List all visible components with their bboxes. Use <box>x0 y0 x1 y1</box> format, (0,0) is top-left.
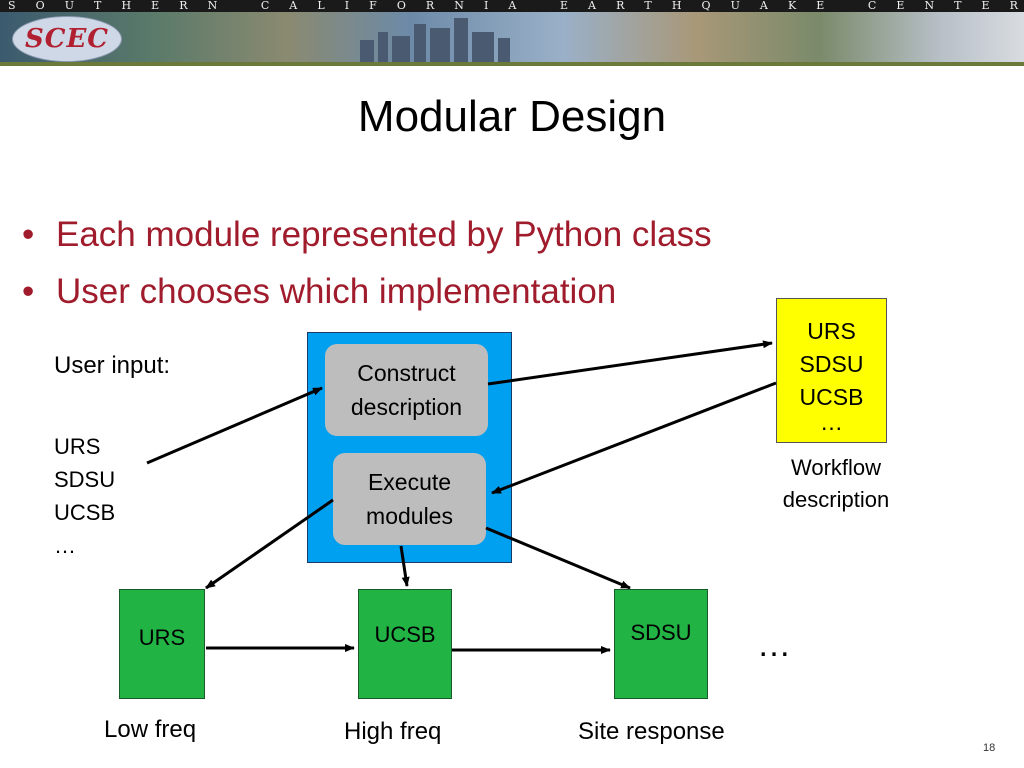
module-name: SDSU <box>630 620 692 645</box>
workflow-description-box: URS SDSU UCSB … <box>776 298 887 443</box>
banner-letter: A <box>508 0 517 12</box>
banner-letter: Q <box>701 0 711 12</box>
scec-logo: SCEC <box>12 16 122 62</box>
banner-letter: R <box>425 0 435 12</box>
user-input-list: URS SDSU UCSB … <box>54 430 115 562</box>
construct-box-line: description <box>350 394 463 420</box>
skyline-building <box>498 38 510 62</box>
banner-letter: T <box>954 0 962 12</box>
banner-letter: N <box>924 0 935 12</box>
banner-letter: C <box>260 0 270 12</box>
banner-letter: O <box>396 0 406 12</box>
user-input-item: SDSU <box>54 467 116 492</box>
banner-letter: A <box>759 0 768 12</box>
banner-letter: I <box>344 0 350 12</box>
banner-letter: O <box>35 0 45 12</box>
banner-letter: E <box>816 0 825 12</box>
module-caption: Low freq <box>104 716 197 743</box>
workflow-item: URS <box>807 318 856 344</box>
workflow-label-line: Workflow <box>790 455 882 480</box>
banner-letter: A <box>588 0 596 12</box>
arrow-execute-to-ucsb <box>399 545 410 587</box>
more-modules-ellipsis: … <box>757 626 791 664</box>
user-input-item: URS <box>54 434 101 459</box>
banner-letter: N <box>454 0 464 12</box>
banner-letter: E <box>896 0 905 12</box>
skyline-building <box>414 24 426 62</box>
user-input-item: … <box>54 533 76 558</box>
banner-letter: F <box>369 0 377 12</box>
banner-letter: C <box>867 0 877 12</box>
banner-letter: K <box>787 0 797 12</box>
construct-box-line: Construct <box>357 360 456 386</box>
user-input-label: User input: <box>54 352 171 379</box>
banner-title-strip <box>0 0 1024 12</box>
arrow-execute-to-urs <box>205 498 334 590</box>
workflow-item: … <box>820 409 843 435</box>
banner-letter: S <box>8 0 16 12</box>
page-number: 18 <box>983 742 996 754</box>
construct-description-box: Construct description <box>325 344 488 436</box>
arrow-execute-to-sdsu <box>485 526 631 590</box>
banner-letter: E <box>151 0 160 12</box>
execute-box-line: modules <box>366 503 453 529</box>
banner-letter: H <box>121 0 132 12</box>
banner-letter: R <box>1009 0 1018 12</box>
module-box-sdsu: SDSU <box>614 589 708 699</box>
banner-letter: L <box>317 0 325 12</box>
banner-letter: A <box>289 0 298 12</box>
banner-letter: U <box>64 0 74 12</box>
banner-letter: E <box>559 0 568 12</box>
skyline-building <box>472 32 494 62</box>
bullet-item: Each module represented by Python class <box>18 206 712 263</box>
header-banner: S O U T H E R N C A L I F O R N I A E A R T H Q U A K E C E N T E R SC… <box>0 0 1024 66</box>
skyline-building <box>454 18 468 62</box>
bullet-item: User chooses which implementation <box>18 263 712 320</box>
skyline-building <box>378 32 388 62</box>
arrow-input-to-construct <box>146 386 323 465</box>
banner-letter: T <box>644 0 652 12</box>
banner-letter: H <box>671 0 682 12</box>
module-name: URS <box>138 625 186 650</box>
skyline-building <box>360 40 374 62</box>
workflow-label-line: description <box>782 487 890 512</box>
arrow-construct-to-workflow <box>487 340 773 386</box>
execute-box-line: Execute <box>367 469 452 495</box>
banner-letter: N <box>207 0 218 12</box>
module-box-urs: URS <box>119 589 205 699</box>
banner-letter: T <box>94 0 102 12</box>
execute-modules-box: Execute modules <box>333 453 486 545</box>
module-caption: Site response <box>578 718 725 745</box>
user-input-item: UCSB <box>54 500 116 525</box>
slide-title: Modular Design <box>357 92 667 141</box>
banner-letter: I <box>483 0 489 12</box>
banner-letter: R <box>616 0 625 12</box>
bullet-list: Each module represented by Python class … <box>18 206 712 320</box>
module-name: UCSB <box>374 622 436 647</box>
banner-letter: R <box>179 0 188 12</box>
skyline-building <box>430 28 450 62</box>
banner-divider <box>0 62 1024 66</box>
module-caption: High freq <box>344 718 442 745</box>
skyline-building <box>392 36 410 62</box>
module-box-ucsb: UCSB <box>358 589 452 699</box>
banner-letter: E <box>981 0 990 12</box>
workflow-label: Workflow description <box>766 452 906 516</box>
workflow-item: UCSB <box>799 384 864 410</box>
arrow-workflow-to-execute <box>491 381 777 495</box>
workflow-item: SDSU <box>799 351 864 377</box>
banner-letter: U <box>730 0 740 12</box>
